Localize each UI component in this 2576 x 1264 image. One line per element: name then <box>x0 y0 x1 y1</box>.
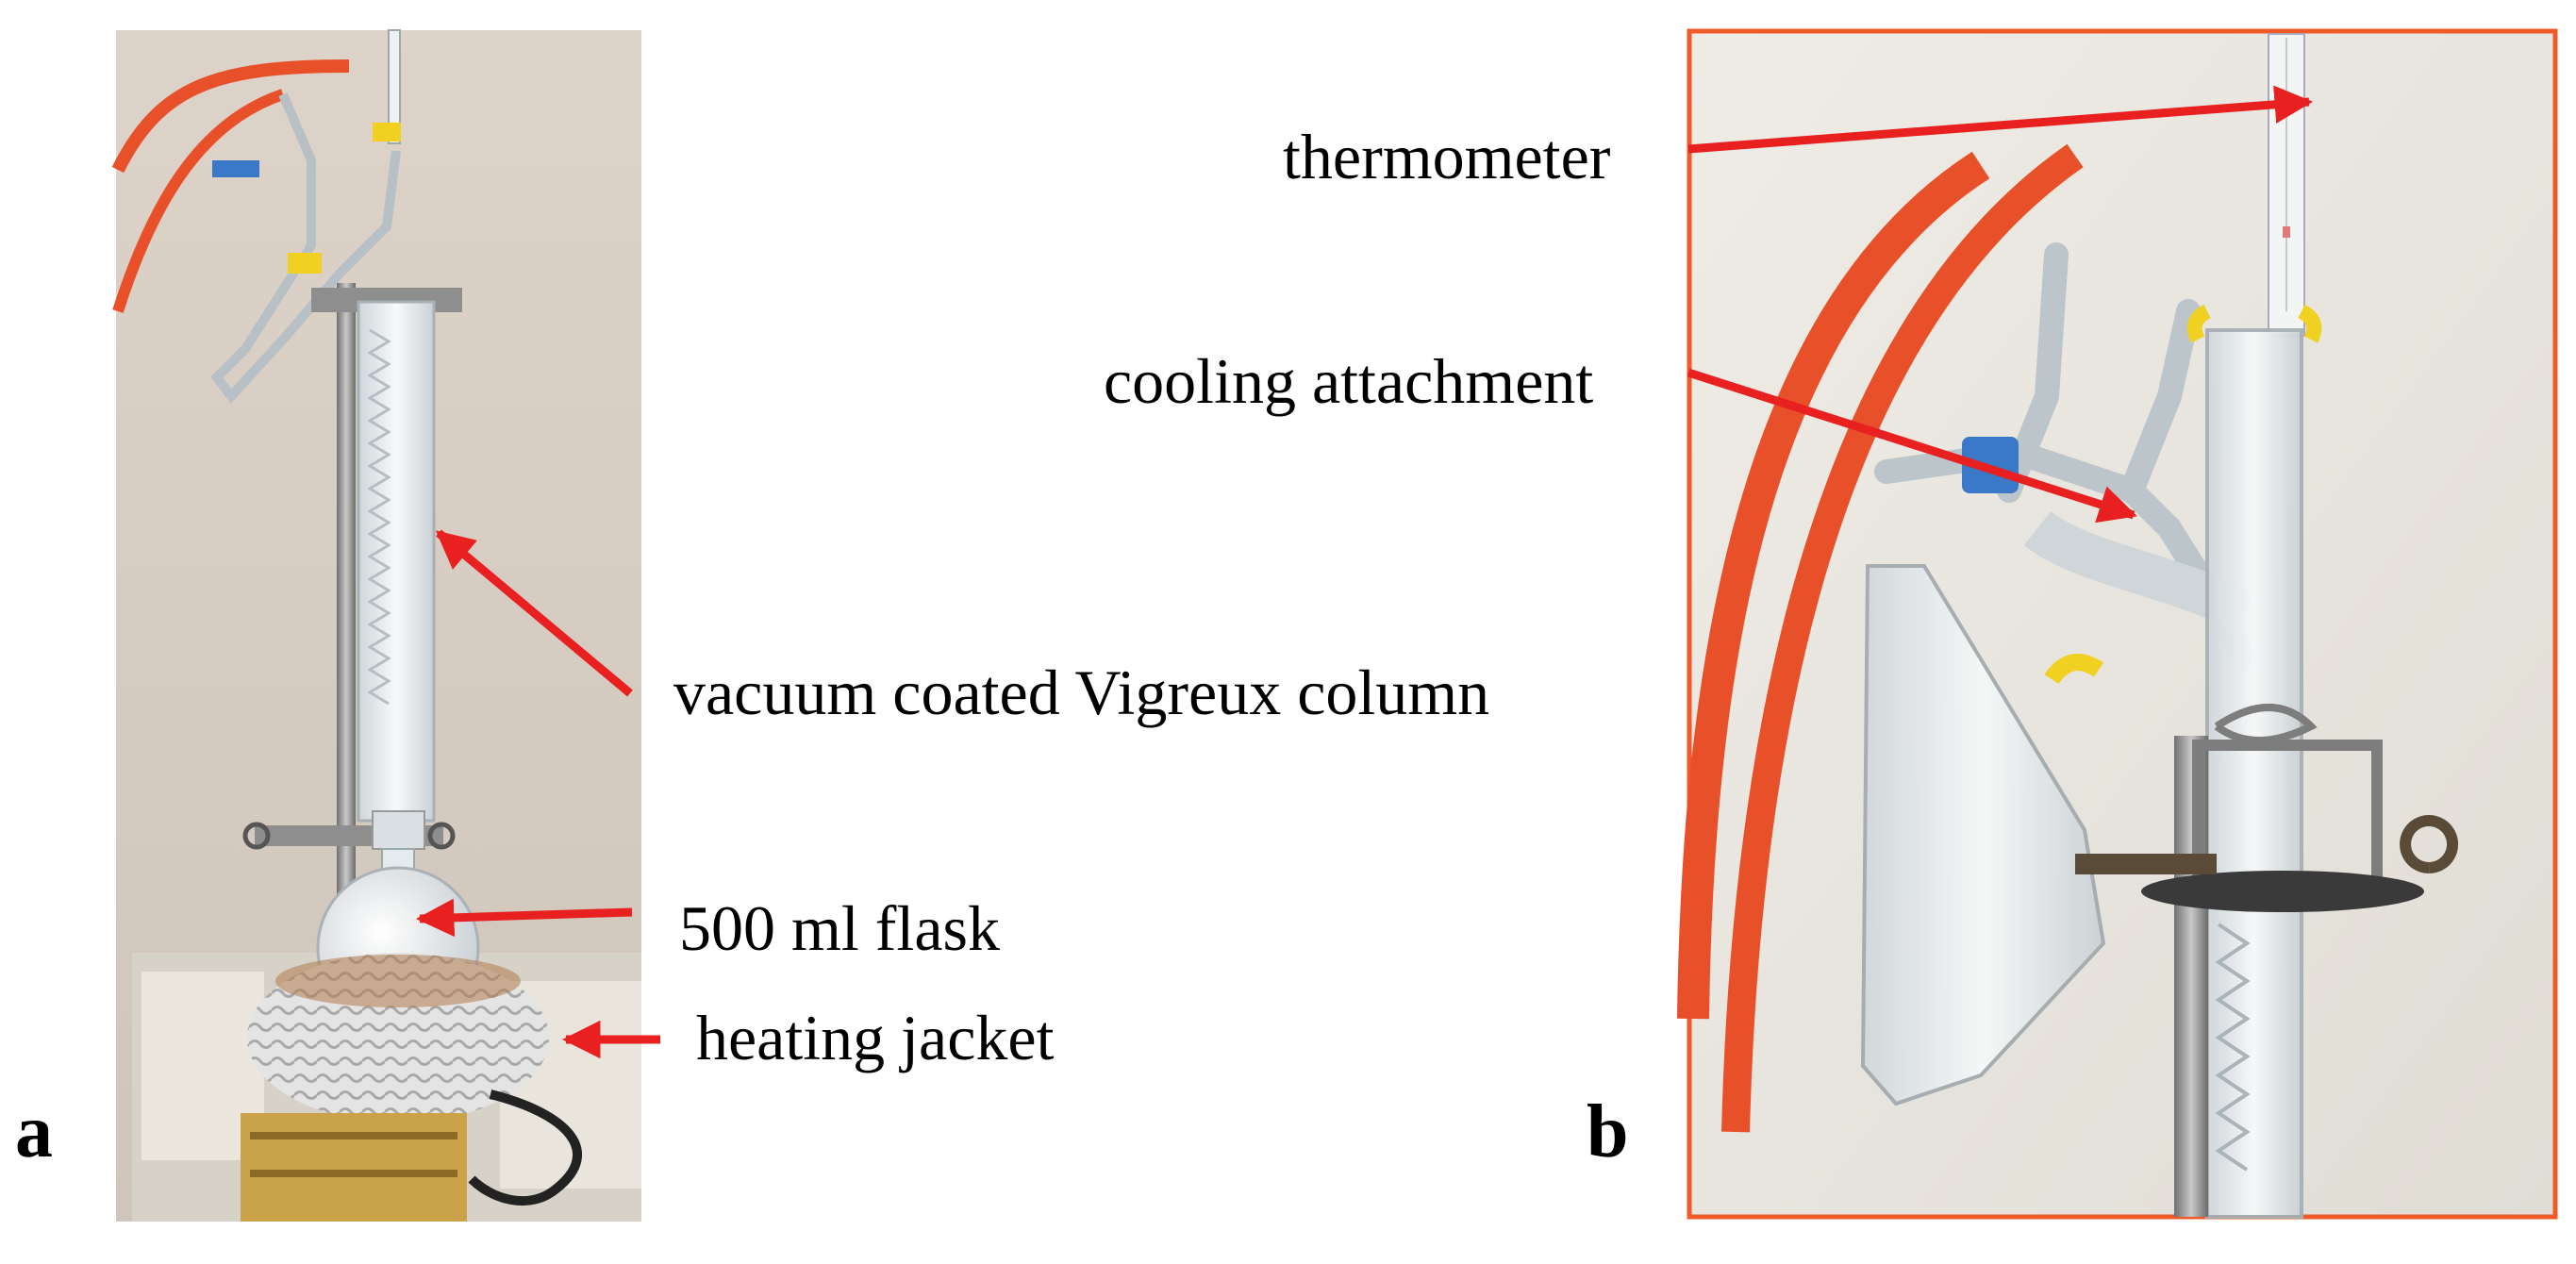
arrow-cooling <box>1687 368 2137 524</box>
arrow-column <box>435 529 633 697</box>
arrow-flask <box>415 898 633 938</box>
label-vigreux-column: vacuum coated Vigreux column <box>673 657 1490 728</box>
panel-a-letter: a <box>15 1090 53 1173</box>
label-flask: 500 ml flask <box>679 892 1000 964</box>
panel-b-photo <box>1677 28 2558 1220</box>
panel-a-photo <box>111 29 641 1222</box>
arrow-thermometer <box>1687 85 2314 154</box>
label-thermometer: thermometer <box>1283 121 1611 192</box>
label-cooling-attachment: cooling attachment <box>1104 345 1594 417</box>
panel-b-letter: b <box>1587 1090 1629 1173</box>
label-heating-jacket: heating jacket <box>696 1002 1055 1073</box>
